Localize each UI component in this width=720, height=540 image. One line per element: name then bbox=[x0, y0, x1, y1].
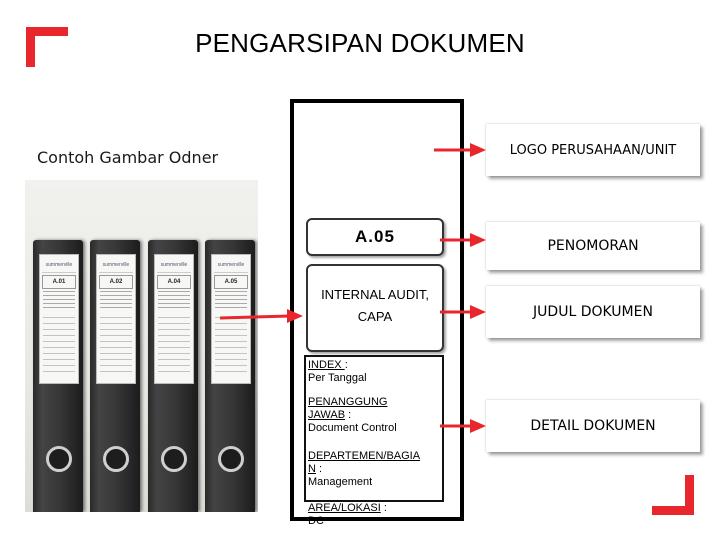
binder-ring-icon bbox=[46, 446, 72, 472]
photo-caption: Contoh Gambar Odner bbox=[37, 148, 219, 167]
label-document-detail: DETAIL DOKUMEN bbox=[486, 400, 700, 452]
label-numbering: PENOMORAN bbox=[486, 222, 700, 270]
document-code: A.05 bbox=[355, 227, 395, 246]
corner-bracket-bottom-right bbox=[652, 475, 694, 515]
arrow-numbering-icon bbox=[440, 233, 486, 247]
document-title-box: INTERNAL AUDIT, CAPA bbox=[306, 264, 444, 352]
label-logo: LOGO PERUSAHAAN/UNIT bbox=[486, 124, 700, 176]
detail-index: INDEX :Per Tanggal bbox=[308, 359, 367, 384]
binder-ring-icon bbox=[161, 446, 187, 472]
arrow-detail-icon bbox=[440, 419, 486, 433]
binder-ring-icon bbox=[103, 446, 129, 472]
page-title: PENGARSIPAN DOKUMEN bbox=[195, 28, 525, 58]
label-document-title: JUDUL DOKUMEN bbox=[486, 286, 700, 338]
binder-ring-icon bbox=[218, 446, 244, 472]
detail-area-lokasi: AREA/LOKASI :DC bbox=[308, 502, 387, 527]
document-detail-box bbox=[304, 355, 444, 502]
arrow-photo-to-title-icon bbox=[219, 309, 303, 323]
arrow-title-icon bbox=[440, 305, 486, 319]
corner-bracket-top-left bbox=[26, 27, 68, 67]
arrow-logo-icon bbox=[434, 143, 486, 157]
document-title: INTERNAL AUDIT, CAPA bbox=[321, 287, 429, 324]
numbering-box: A.05 bbox=[306, 218, 444, 256]
